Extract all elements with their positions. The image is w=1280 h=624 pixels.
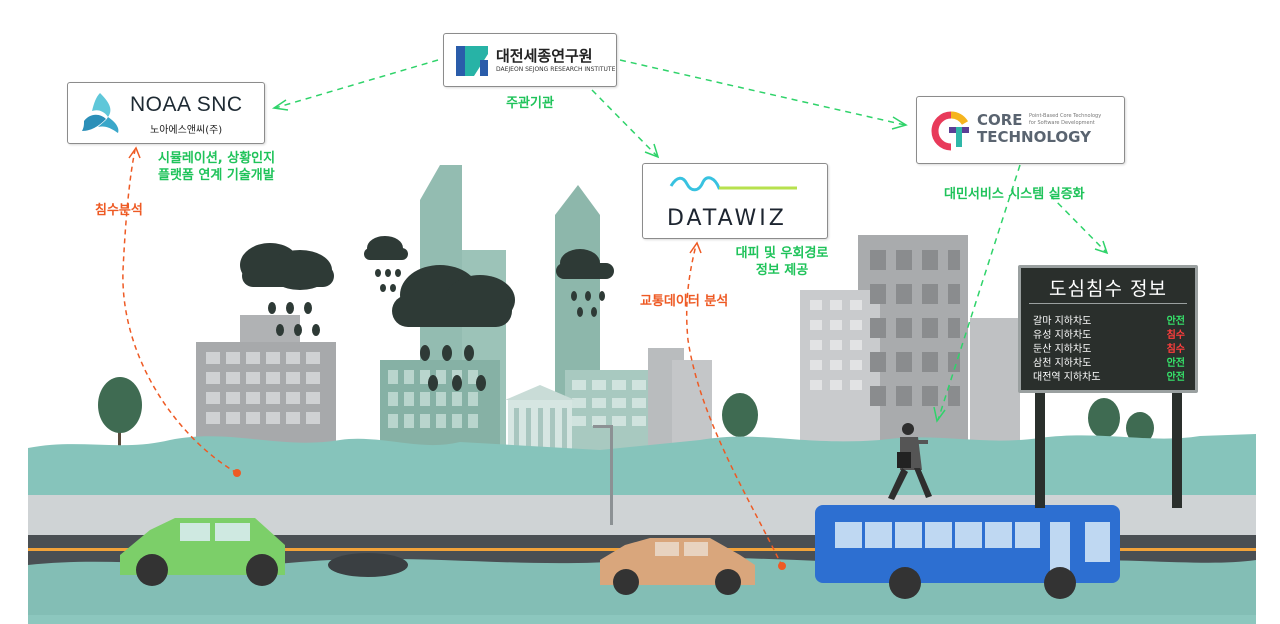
daejeon-sejong-logo-icon [456, 46, 488, 76]
org-noaa-task-line1: 시뮬레이션, 상황인지 [158, 151, 276, 166]
flood-info-board: 도심침수 정보 갈마 지하차도 안전 유성 지하차도 침수 둔산 지하차도 침수… [1018, 265, 1198, 393]
board-row-place: 삼천 지하차도 [1033, 358, 1092, 369]
org-datawiz-box: DATAWIZ [642, 163, 828, 239]
manhole [328, 553, 408, 577]
board-title: 도심침수 정보 [1049, 278, 1167, 300]
rain-cloud-icon [240, 236, 614, 327]
board-post-left [1035, 393, 1045, 508]
org-noaa-name-ko: 노아에스앤씨(주) [150, 125, 223, 136]
board-row: 대전역 지하차도 안전 [1033, 371, 1185, 384]
tan-car [600, 538, 755, 595]
org-datawiz-name: DATAWIZ [667, 206, 787, 231]
org-core-box: CORE TECHNOLOGY Point-Based Core Technol… [916, 96, 1125, 164]
org-core-tagline-line2: for Software Development [1029, 120, 1095, 126]
org-main-name-en: DAEJEON SEJONG RESEARCH INSTITUTE [496, 66, 616, 73]
board-row-place: 갈마 지하차도 [1033, 316, 1092, 327]
board-row: 갈마 지하차도 안전 [1033, 315, 1185, 328]
board-row-place: 대전역 지하차도 [1033, 372, 1101, 383]
water-hills [28, 434, 1256, 510]
board-row-status: 안전 [1166, 358, 1185, 369]
board-row-status: 안전 [1166, 316, 1185, 327]
noaa-swirl-logo-icon [82, 93, 119, 133]
board-row: 유성 지하차도 침수 [1033, 329, 1185, 342]
org-core-task: 대민서비스 시스템 실증화 [944, 187, 1085, 202]
org-noaa-name-en: NOAA SNC [130, 93, 243, 116]
board-post-right [1172, 393, 1182, 508]
traffic-sensor-dot [778, 562, 786, 570]
datawiz-wave-logo-icon [669, 176, 797, 192]
org-datawiz-task-line1: 대피 및 우회경로 [735, 246, 829, 261]
core-technology-logo-icon [931, 111, 969, 151]
org-datawiz-task-line2: 정보 제공 [755, 263, 809, 278]
org-main-box: 대전세종연구원 DAEJEON SEJONG RESEARCH INSTITUT… [443, 33, 617, 87]
org-core-tagline-line1: Point-Based Core Technology [1029, 113, 1102, 119]
green-arrows [271, 59, 1109, 423]
board-row-place: 둔산 지하차도 [1033, 344, 1092, 355]
flood-analysis-label: 침수분석 [95, 203, 143, 218]
buildings-gray-left [196, 315, 336, 462]
org-noaa-box: NOAA SNC 노아에스앤씨(주) [67, 82, 265, 144]
tree-icon [98, 377, 1154, 475]
green-car [120, 518, 285, 586]
board-row-place: 유성 지하차도 [1033, 330, 1092, 341]
orange-analysis-paths [122, 146, 783, 567]
blue-bus [815, 505, 1120, 599]
board-row-status: 안전 [1166, 372, 1185, 383]
org-core-name-line1: CORE [977, 111, 1023, 129]
org-noaa-task-line2: 플랫폼 연계 기술개발 [158, 168, 275, 183]
board-row-status: 침수 [1166, 344, 1185, 355]
raindrops [268, 269, 605, 391]
org-main-role: 주관기관 [506, 96, 554, 111]
streetlight [593, 425, 613, 525]
org-main-name-ko: 대전세종연구원 [496, 47, 593, 65]
board-row-status: 침수 [1166, 330, 1185, 341]
traffic-analysis-label: 교통데이터 분석 [640, 294, 729, 309]
board-row: 삼천 지하차도 안전 [1033, 357, 1185, 370]
pedestrian-icon [888, 423, 932, 500]
board-row: 둔산 지하차도 침수 [1033, 343, 1185, 356]
org-core-name-line2: TECHNOLOGY [977, 128, 1091, 146]
board-divider [1029, 303, 1187, 304]
flood-sensor-dot [233, 469, 241, 477]
